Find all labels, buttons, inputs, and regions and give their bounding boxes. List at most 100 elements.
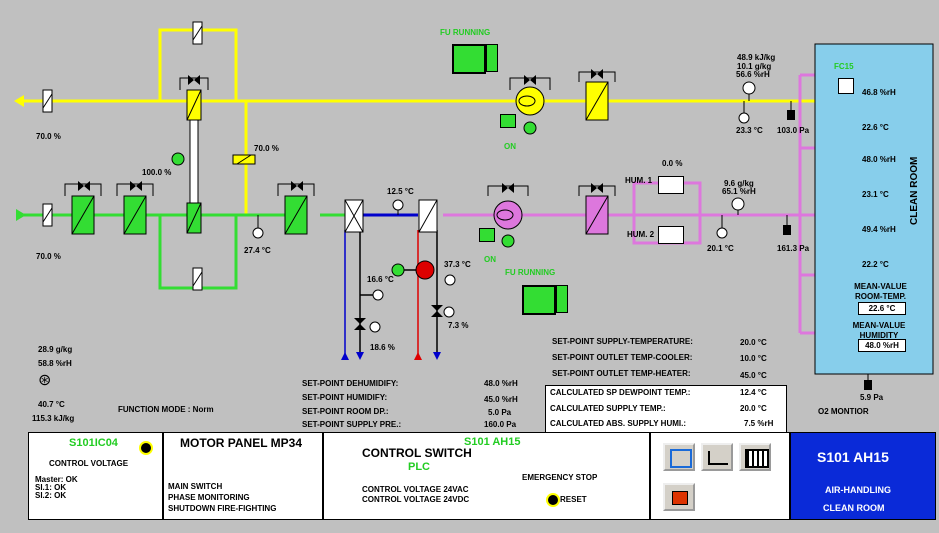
fc15-label: FC15 <box>834 62 854 71</box>
status-led-icon <box>139 441 153 455</box>
humid-pct: 0.0 % <box>662 159 683 168</box>
room-hum-1: 46.8 %rH <box>862 88 896 97</box>
exhaust-status: FU RUNNING <box>440 28 491 37</box>
supply-abs-hum: 9.6 g/kg <box>724 179 754 188</box>
reset-led-icon[interactable] <box>546 493 560 507</box>
o2-monitor: O2 MONTIOR <box>818 407 869 416</box>
return-rel-hum: 56.6 %rH <box>736 70 770 79</box>
panel-icon[interactable] <box>739 443 771 471</box>
return-abs-hum: 10.1 g/kg <box>737 62 772 71</box>
cooler-temp: 12.5 °C <box>387 187 414 196</box>
system-l2: CLEAN ROOM <box>823 503 885 513</box>
cv-24vac: CONTROL VOLTAGE 24VAC <box>362 485 469 494</box>
calc-value: 20.0 °C <box>740 404 767 413</box>
room-hum-2: 48.0 %rH <box>862 155 896 164</box>
shutdown-fire: SHUTDOWN FIRE-FIGHTING <box>168 504 277 513</box>
panel-navigation <box>650 432 790 520</box>
sp-label: SET-POINT SUPPLY-TEMPERATURE: <box>552 337 693 346</box>
hum2-label: HUM. 2 <box>627 230 655 239</box>
hum2-box[interactable] <box>658 226 684 244</box>
room-temp-1: 22.6 °C <box>862 123 889 132</box>
heater-temp: 37.3 °C <box>444 260 471 269</box>
system-l1: AIR-HANDLING <box>825 485 891 495</box>
calc-label: CALCULATED SP DEWPOINT TEMP.: <box>550 388 691 397</box>
building-icon[interactable] <box>663 443 695 471</box>
damper-icon <box>78 69 603 193</box>
sp-value: 160.0 Pa <box>484 420 517 429</box>
exhaust-damper-value: 70.0 % <box>36 132 61 141</box>
room-hum-3: 49.4 %rH <box>862 225 896 234</box>
mean-temp-label: MEAN-VALUE ROOM-TEMP. <box>854 282 907 301</box>
sp-label: SET-POINT ROOM DP.: <box>302 407 389 416</box>
room-temp-3: 22.2 °C <box>862 260 889 269</box>
supply-on: ON <box>484 255 496 264</box>
calc-label: CALCULATED SUPPLY TEMP.: <box>550 404 666 413</box>
outdoor-enthalpy: 115.3 kJ/kg <box>32 414 75 423</box>
panel-ic04-title: S101IC04 <box>69 437 118 449</box>
exhaust-k-box <box>500 114 516 128</box>
supply-temp: 20.1 °C <box>707 244 734 253</box>
room-pressure: 5.9 Pa <box>860 393 884 402</box>
reset-label[interactable]: RESET <box>560 495 587 504</box>
fc15-icon[interactable] <box>838 78 854 94</box>
outdoor-abs-hum: 28.9 g/kg <box>38 345 73 354</box>
clean-room-title: CLEAN ROOM <box>909 156 920 225</box>
outdoor-rel-hum: 58.8 %rH <box>38 359 72 368</box>
si2-status: SI.2: OK <box>35 491 67 500</box>
mix-temp: 27.4 °C <box>244 246 271 255</box>
calc-value: 7.5 %rH <box>744 419 774 428</box>
exhaust-fu-box[interactable] <box>452 44 486 74</box>
mean-hum-label: MEAN-VALUE HUMIDITY <box>852 321 906 340</box>
supply-status: FU RUNNING <box>505 268 556 277</box>
mean-temp-value: 22.6 °C <box>858 302 906 315</box>
mix-damper-value: 70.0 % <box>254 144 279 153</box>
hum1-label: HUM. 1 <box>625 176 653 185</box>
phase-monitoring: PHASE MONITORING <box>168 493 250 502</box>
sp-value: 5.0 Pa <box>488 408 512 417</box>
sp-value: 20.0 °C <box>740 338 767 347</box>
supply-pressure: 161.3 Pa <box>777 244 810 253</box>
room-temp-2: 23.1 °C <box>862 190 889 199</box>
return-temp: 23.3 °C <box>736 126 763 135</box>
calculated-box: CALCULATED SP DEWPOINT TEMP.: 12.4 °C CA… <box>545 385 787 433</box>
emergency-stop: EMERGENCY STOP <box>522 473 598 482</box>
supply-rel-hum: 65.1 %rH <box>722 187 756 196</box>
sp-value: 48.0 %rH <box>484 379 518 388</box>
sp-value: 45.0 %rH <box>484 395 518 404</box>
return-enthalpy: 48.9 kJ/kg <box>737 53 776 62</box>
intake-damper-value: 70.0 % <box>36 252 61 261</box>
sp-label: SET-POINT SUPPLY PRE.: <box>302 420 402 429</box>
control-switch: CONTROL SWITCH <box>362 446 472 460</box>
supply-fu-box[interactable] <box>522 285 556 315</box>
cooler-return: 16.6 °C <box>367 275 394 284</box>
filter-icon <box>71 81 609 235</box>
clean-room-box <box>814 43 934 375</box>
sp-label: SET-POINT OUTLET TEMP-COOLER: <box>552 353 693 362</box>
sp-label: SET-POINT DEHUMIDIFY: <box>302 379 399 388</box>
return-pressure: 103.0 Pa <box>777 126 810 135</box>
supply-k-box <box>479 228 495 242</box>
chart-icon[interactable] <box>701 443 733 471</box>
fan-icon <box>493 86 545 230</box>
panel-system: S101 AH15 AIR-HANDLING CLEAN ROOM <box>790 432 936 520</box>
cv-24vdc: CONTROL VOLTAGE 24VDC <box>362 495 470 504</box>
sensor-icon <box>252 81 756 333</box>
calc-label: CALCULATED ABS. SUPPLY HUMI.: <box>550 419 687 428</box>
panel-ah15[interactable]: S101 AH15 CONTROL SWITCH PLC EMERGENCY S… <box>323 432 650 520</box>
panel-mp34[interactable]: MOTOR PANEL MP34 MAIN SWITCH PHASE MONIT… <box>163 432 323 520</box>
bypass-damper-value: 100.0 % <box>142 168 172 177</box>
hum1-box[interactable] <box>658 176 684 194</box>
sp-label: SET-POINT OUTLET TEMP-HEATER: <box>552 369 691 378</box>
panel-ic04[interactable]: S101IC04 CONTROL VOLTAGE Master: OK SI.1… <box>28 432 163 520</box>
exhaust-on: ON <box>504 142 516 151</box>
panel-ah15-title: S101 AH15 <box>464 436 521 448</box>
master-status: Master: OK <box>35 475 78 484</box>
plc-label: PLC <box>408 461 430 473</box>
control-voltage: CONTROL VOLTAGE <box>49 459 129 468</box>
panel-mp34-title: MOTOR PANEL MP34 <box>180 436 303 450</box>
sp-value: 10.0 °C <box>740 354 767 363</box>
heater-valve: 7.3 % <box>448 321 469 330</box>
alarm-icon[interactable] <box>663 483 695 511</box>
sp-label: SET-POINT HUMIDIFY: <box>302 393 388 402</box>
